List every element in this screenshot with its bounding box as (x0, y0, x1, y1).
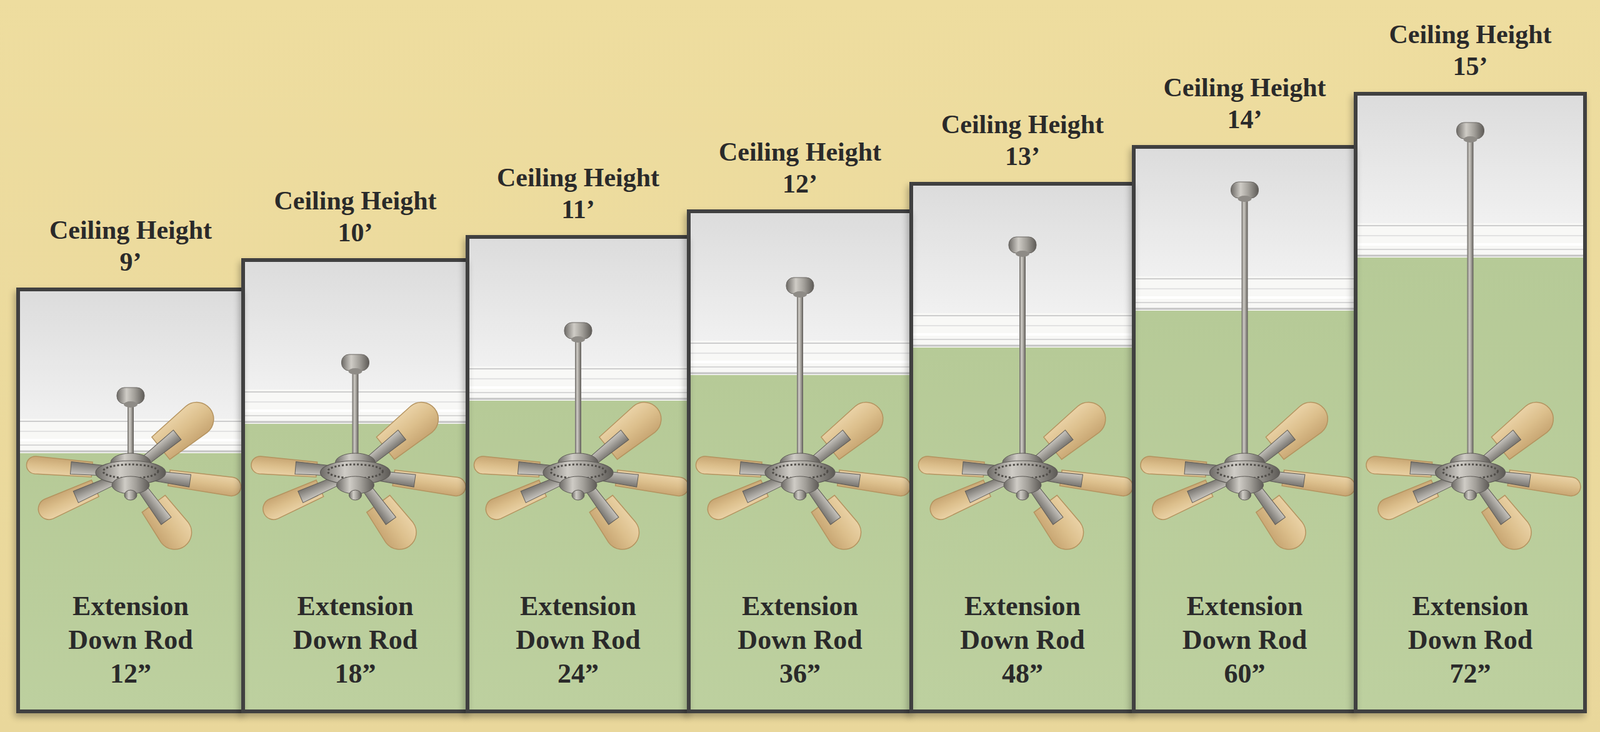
downrod-label: Extension Down Rod 18” (280, 589, 431, 691)
ceiling-panel: Ceiling Height 11’Extension Down Rod 24” (465, 235, 691, 714)
down-rod (575, 337, 582, 457)
downrod-label: Extension Down Rod 36” (725, 589, 875, 691)
finial (349, 490, 362, 500)
finial (793, 490, 807, 500)
ceiling-fan (695, 395, 910, 557)
canopy-collar (571, 336, 585, 343)
ceiling-height-label: Ceiling Height 15’ (1380, 18, 1562, 82)
ceiling-height-label: Ceiling Height 11’ (487, 161, 669, 225)
down-rod (1241, 196, 1249, 457)
ceiling-height-label: Ceiling Height 12’ (709, 136, 891, 200)
down-rod (352, 369, 359, 457)
finial (124, 490, 137, 500)
ceiling-panel: Ceiling Height 14’Extension Down Rod 60” (1131, 145, 1358, 714)
ceiling-fan (917, 395, 1132, 557)
ceiling-height-label: Ceiling Height 14’ (1154, 71, 1336, 135)
finial (1238, 490, 1252, 500)
ceiling-fan (25, 395, 242, 557)
ceiling-panel: Ceiling Height 12’Extension Down Rod 36” (686, 209, 914, 714)
room-scene (1357, 95, 1584, 710)
downrod-label: Extension Down Rod 72” (1395, 589, 1546, 691)
canopy-collar (793, 291, 807, 298)
down-rod (1019, 251, 1026, 457)
room-scene (245, 261, 466, 710)
down-rod (1467, 137, 1474, 457)
canopy-collar (1015, 250, 1030, 257)
finial (571, 490, 585, 500)
ceiling-fan (1365, 395, 1582, 557)
ceiling-panel: Ceiling Height 9’Extension Down Rod 12” (16, 287, 245, 714)
room-scene (20, 291, 242, 710)
canopy-collar (123, 401, 138, 408)
ceiling-panel: Ceiling Height 13’Extension Down Rod 48” (909, 181, 1136, 714)
downrod-label: Extension Down Rod 48” (947, 589, 1098, 691)
ceiling-panel: Ceiling Height 15’Extension Down Rod 72” (1353, 91, 1587, 714)
downrod-label: Extension Down Rod 24” (503, 589, 654, 691)
downrod-label: Extension Down Rod 60” (1170, 589, 1320, 691)
ceiling-panel: Ceiling Height 10’Extension Down Rod 18” (241, 258, 470, 714)
downrod-label: Extension Down Rod 12” (55, 589, 206, 691)
room-scene (690, 213, 910, 710)
room-scene (469, 238, 687, 710)
down-rod (796, 292, 804, 457)
ceiling-height-label: Ceiling Height 13’ (931, 108, 1114, 172)
canopy-collar (1238, 195, 1252, 202)
canopy-collar (1463, 136, 1478, 143)
finial (1016, 490, 1029, 500)
ceiling-fan (473, 395, 687, 557)
room-scene (1135, 148, 1354, 710)
ceiling-fan (1140, 395, 1354, 557)
wall (245, 423, 466, 710)
ceiling-fan (250, 395, 466, 557)
room-scene (913, 185, 1132, 710)
down-rod (127, 402, 134, 457)
finial (1464, 490, 1477, 500)
ceiling-height-label: Ceiling Height 9’ (40, 214, 222, 278)
ceiling-height-label: Ceiling Height 10’ (265, 185, 447, 249)
canopy-collar (348, 368, 363, 375)
